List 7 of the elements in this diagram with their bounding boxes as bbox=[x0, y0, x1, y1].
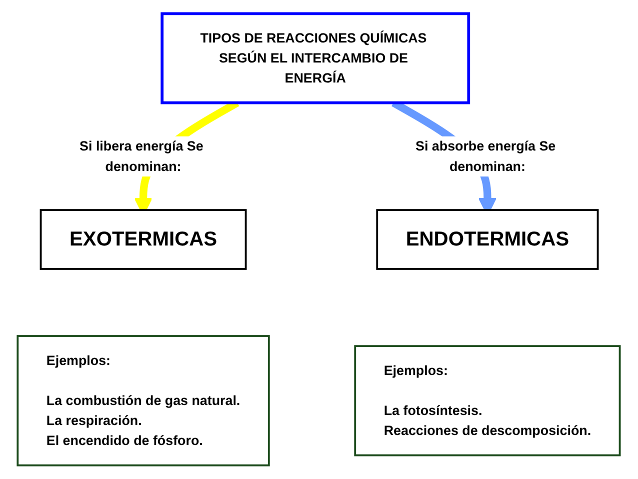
node-box: ENDOTERMICAS bbox=[376, 209, 599, 270]
edge-label: Si absorbe energía Se denominan: bbox=[416, 138, 556, 174]
node-box: TIPOS DE REACCIONES QUÍMICAS SEGÚN EL INTERCAMBIO DE ENERGÍA bbox=[160, 12, 470, 104]
node-box: EXOTERMICAS bbox=[40, 209, 248, 270]
edge-label: Si libera energía Se denominan: bbox=[80, 138, 204, 174]
node-box: Ejemplos: La fotosíntesis. Reacciones de descomposición. bbox=[354, 345, 622, 456]
node-box: Ejemplos: La combustión de gas natural. La respiración. El encendido de fósforo. bbox=[16, 335, 270, 466]
